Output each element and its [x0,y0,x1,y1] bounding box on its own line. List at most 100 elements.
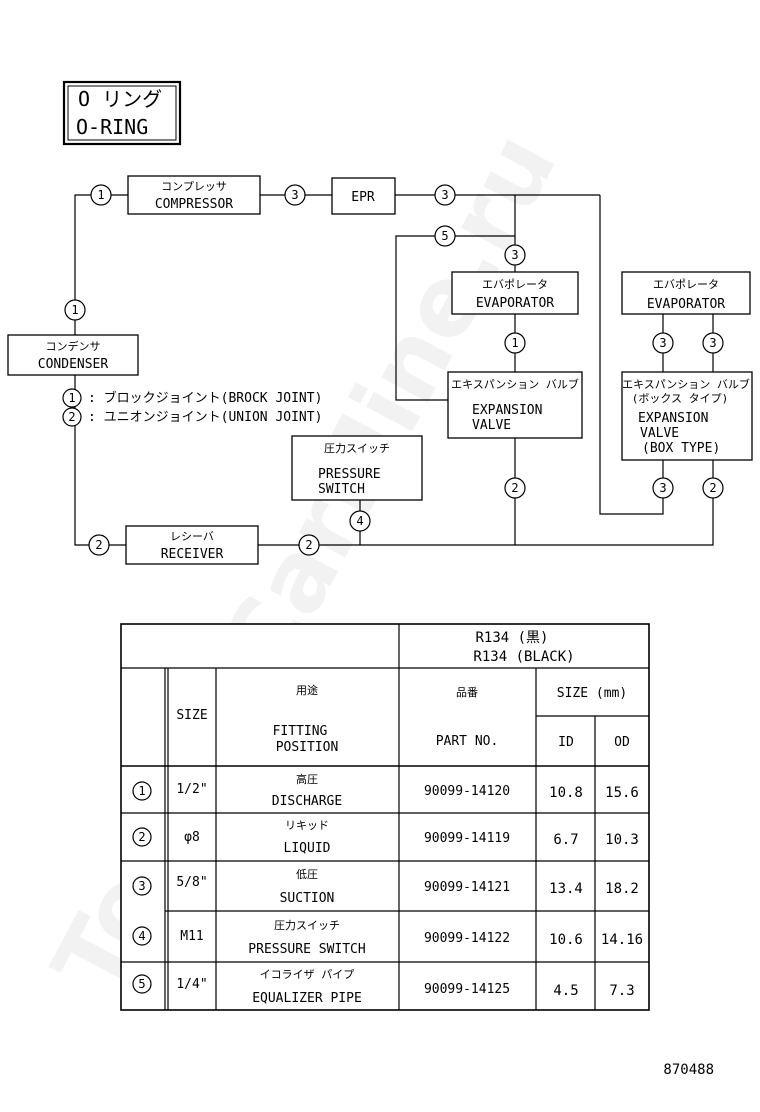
condenser-en: CONDENSER [38,357,109,372]
legend-num-1: 1 [68,391,75,405]
marker-receiver-right: 2 [305,538,312,552]
compressor-box: コンプレッサ COMPRESSOR [127,175,261,215]
row-part: 90099-14119 [424,831,510,846]
row-use-jp: イコライザ パイプ [260,968,355,981]
marker-receiver-left: 2 [95,538,102,552]
row-id: 13.4 [549,881,583,897]
pressure-switch-en2: SWITCH [318,482,365,497]
expansion-valve-right-en2: VALVE [640,426,679,441]
table-header-size-mm: SIZE (mm) [557,686,627,701]
legend-text-2: : ユニオンジョイント(UNION JOINT) [88,410,322,425]
markers: 1 1 3 3 5 3 1 2 2 2 4 3 3 3 2 [64,184,724,556]
table-header-use-en1: FITTING [273,724,328,739]
legend: 1 : ブロックジョイント(BROCK JOINT) 2 : ユニオンジョイント… [62,388,322,427]
row-use-en: PRESSURE SWITCH [248,942,365,957]
title-en: O-RING [76,115,148,139]
row-od: 15.6 [605,785,639,801]
row-od: 14.16 [601,932,643,948]
pressure-switch-box: 圧力スイッチ PRESSURE SWITCH [291,435,423,501]
marker-comp-epr: 3 [291,188,298,202]
expansion-valve-left-en2: VALVE [472,418,511,433]
table-row: 4 M11 圧力スイッチ PRESSURE SWITCH 90099-14122… [132,919,643,957]
row-od: 7.3 [609,983,634,999]
pressure-switch-jp: 圧力スイッチ [324,442,390,455]
epr-box: EPR [331,177,396,215]
receiver-box: レシーバ RECEIVER [125,525,259,565]
marker-evap-valve: 1 [511,336,518,350]
pressure-switch-en1: PRESSURE [318,467,381,482]
marker-box-out-r: 2 [709,481,716,495]
title-box: O リング O-RING [62,80,182,146]
row-use-en: DISCHARGE [272,794,342,809]
marker-valve-down: 2 [511,481,518,495]
expansion-valve-right-jp1: エキスパンション バルブ [622,377,750,391]
row-num: 1 [138,784,145,798]
row-id: 10.6 [549,932,583,948]
parts-table: R134 (黒) R134 (BLACK) SIZE 用途 FITTING PO… [120,623,650,1011]
table-header-use-jp: 用途 [296,683,318,697]
row-od: 18.2 [605,881,639,897]
marker-cond-comp-mid: 1 [71,303,78,317]
table-header-od: OD [614,735,630,750]
table-header-part-jp: 品番 [456,686,478,699]
row-use-en: EQUALIZER PIPE [252,991,362,1006]
marker-box-evap-l: 3 [659,336,666,350]
marker-box-out-l: 3 [659,481,666,495]
table-row: 3 5/8" 低圧 SUCTION 90099-14121 13.4 18.2 [132,868,639,906]
row-num: 5 [138,977,145,991]
condenser-jp: コンデンサ [46,339,101,353]
row-use-jp: リキッド [285,819,329,832]
marker-evap-in: 3 [511,248,518,262]
row-size: M11 [180,929,203,944]
row-use-jp: 圧力スイッチ [274,919,340,932]
evaporator-right-box: エバポレータ EVAPORATOR [621,271,751,315]
row-part: 90099-14125 [424,982,510,997]
expansion-valve-left-en1: EXPANSION [472,403,542,418]
table-header-size: SIZE [176,708,207,723]
evaporator-right-en: EVAPORATOR [647,297,725,312]
row-use-en: SUCTION [280,891,335,906]
table-header-part-en: PART NO. [436,734,499,749]
row-size: 1/2" [176,782,207,797]
evaporator-left-en: EVAPORATOR [476,296,554,311]
row-id: 4.5 [553,983,578,999]
evaporator-left-box: エバポレータ EVAPORATOR [451,271,579,315]
evaporator-right-jp: エバポレータ [653,278,719,291]
compressor-jp: コンプレッサ [161,180,227,193]
marker-box-evap-r: 3 [709,336,716,350]
row-use-en: LIQUID [284,841,331,856]
row-part: 90099-14122 [424,931,510,946]
receiver-jp: レシーバ [170,530,214,543]
row-id: 6.7 [553,832,578,848]
row-use-jp: 低圧 [296,868,318,881]
row-size: 1/4" [176,977,207,992]
diagram-number: 870488 [663,1062,714,1078]
table-header-use-en2: POSITION [276,740,339,755]
compressor-en: COMPRESSOR [155,197,233,212]
expansion-valve-right-en3: (BOX TYPE) [642,441,720,456]
legend-text-1: : ブロックジョイント(BROCK JOINT) [88,390,322,406]
row-num: 3 [138,879,145,893]
expansion-valve-left-box: エキスパンション バルブ EXPANSION VALVE [447,371,583,439]
marker-equalizer: 5 [441,229,448,243]
row-use-jp: 高圧 [296,772,318,786]
table-row: 2 φ8 リキッド LIQUID 90099-14119 6.7 10.3 [132,819,639,856]
marker-switch: 4 [356,514,363,528]
table-refrigerant-line2: R134 (BLACK) [473,649,574,665]
row-num: 4 [138,929,145,943]
table-refrigerant-line1: R134 (黒) [475,630,548,646]
epr-label: EPR [351,190,375,205]
title-jp: O リング [78,87,162,111]
table-row: 5 1/4" イコライザ パイプ EQUALIZER PIPE 90099-14… [132,968,635,1006]
table-header-id: ID [558,735,574,750]
evaporator-left-jp: エバポレータ [482,278,548,291]
row-part: 90099-14121 [424,880,510,895]
expansion-valve-right-en1: EXPANSION [638,411,708,426]
expansion-valve-right-jp2: (ボックス タイプ) [632,392,729,405]
expansion-valve-right-box: エキスパンション バルブ (ボックス タイプ) EXPANSION VALVE … [621,371,753,461]
row-size: 5/8" [176,875,207,890]
condenser-box: コンデンサ CONDENSER [7,334,139,376]
row-id: 10.8 [549,785,583,801]
marker-epr-right: 3 [441,188,448,202]
